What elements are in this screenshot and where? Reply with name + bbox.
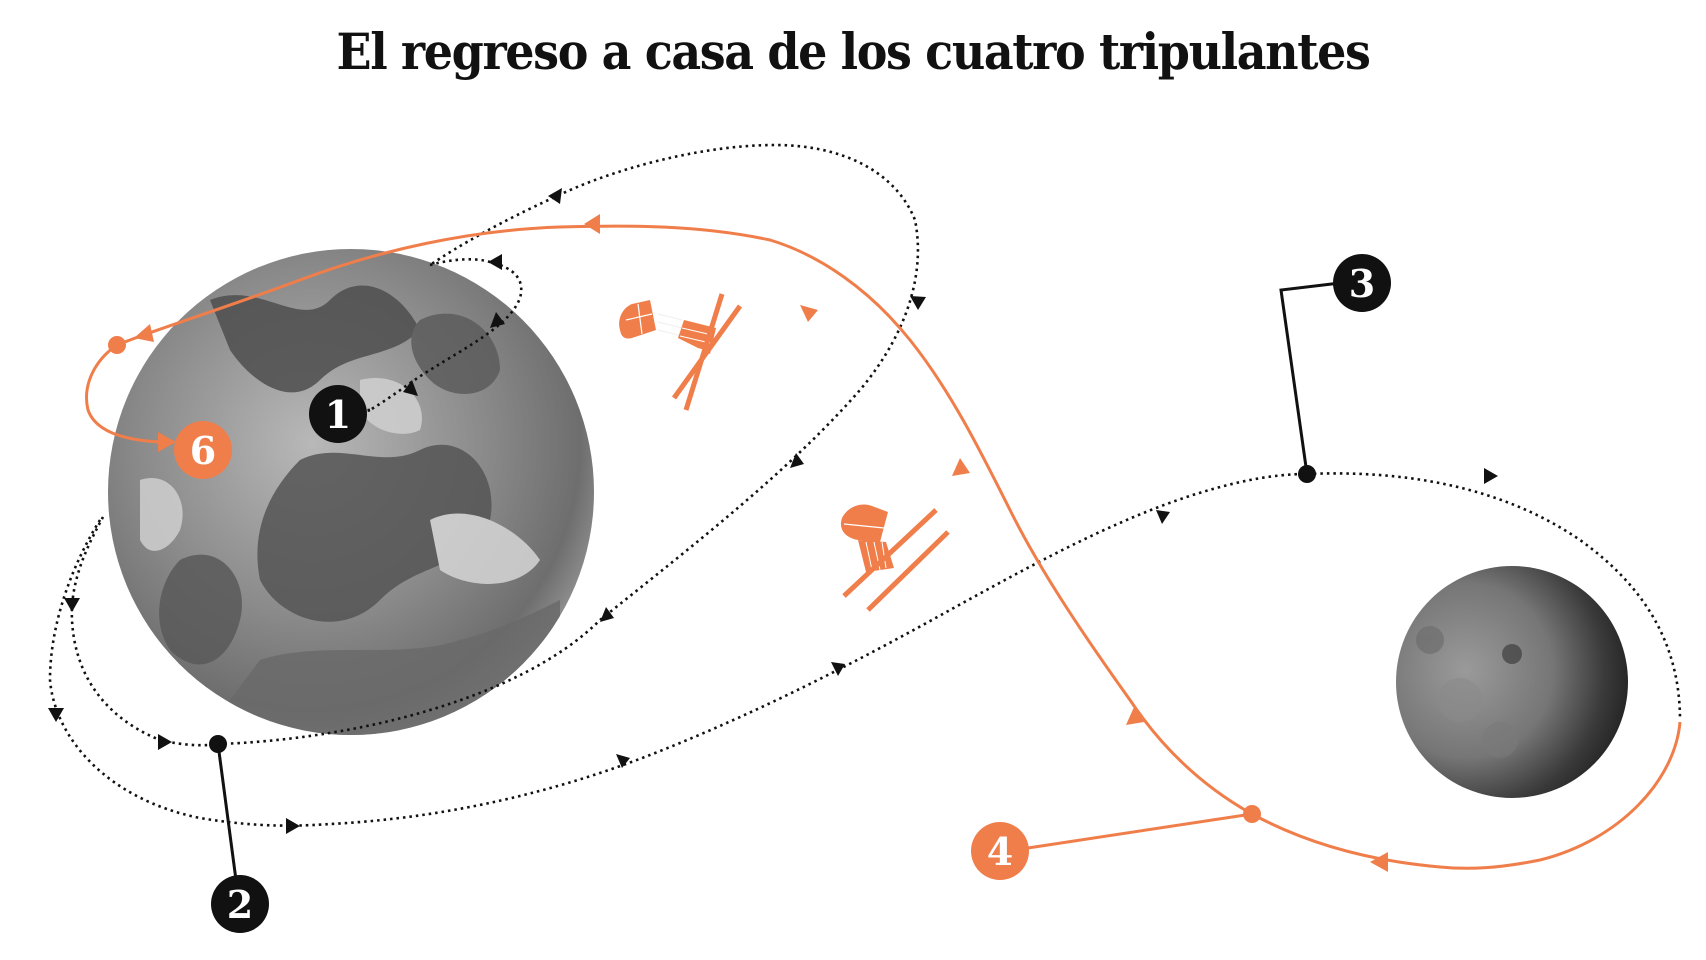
arrow-icon [134,324,154,342]
arrow-icon [1126,707,1144,725]
arrow-icon [584,214,600,234]
svg-text:1: 1 [325,392,351,437]
arrow-icon [490,312,505,328]
marker-1: 1 [309,385,367,443]
direction-arrows-orange [134,214,1388,872]
arrow-icon [1370,852,1388,872]
orange-return-trajectory [85,224,1682,870]
spacecraft-icon [840,504,950,612]
arrow-icon [158,734,172,750]
arrow-icon [831,662,845,676]
marker-4: 4 [971,822,1029,880]
dotted-trajectories [48,143,1682,827]
arrow-icon [800,305,818,322]
arrow-icon [910,296,926,310]
spacecraft-separating-icon [619,293,743,411]
svg-text:6: 6 [190,428,216,473]
arrow-icon [600,607,614,622]
arrow-icon [286,818,300,834]
svg-text:3: 3 [1349,261,1375,306]
arrow-icon [790,453,804,468]
marker-3: 3 [1333,254,1391,312]
page-title: El regreso a casa de los cuatro tripulan… [336,22,1371,81]
arrow-icon [403,380,418,396]
arrow-icon [952,458,970,476]
arrow-icon [1484,468,1498,484]
arrow-icon [548,188,562,204]
arrow-icon [64,598,80,612]
leader-lines [216,281,1341,881]
marker-6: 6 [174,421,232,479]
arrow-icon [158,432,176,452]
waypoint-dot [108,336,126,354]
svg-text:2: 2 [227,882,253,927]
svg-text:4: 4 [987,829,1013,874]
arrow-icon [1156,510,1170,524]
arrow-icon [488,254,502,270]
direction-arrows-black [48,188,1498,834]
arrow-icon [616,754,630,768]
moon-photo [1396,566,1628,798]
earth-photo [108,249,594,735]
marker-2: 2 [211,875,269,933]
arrow-icon [48,708,64,722]
